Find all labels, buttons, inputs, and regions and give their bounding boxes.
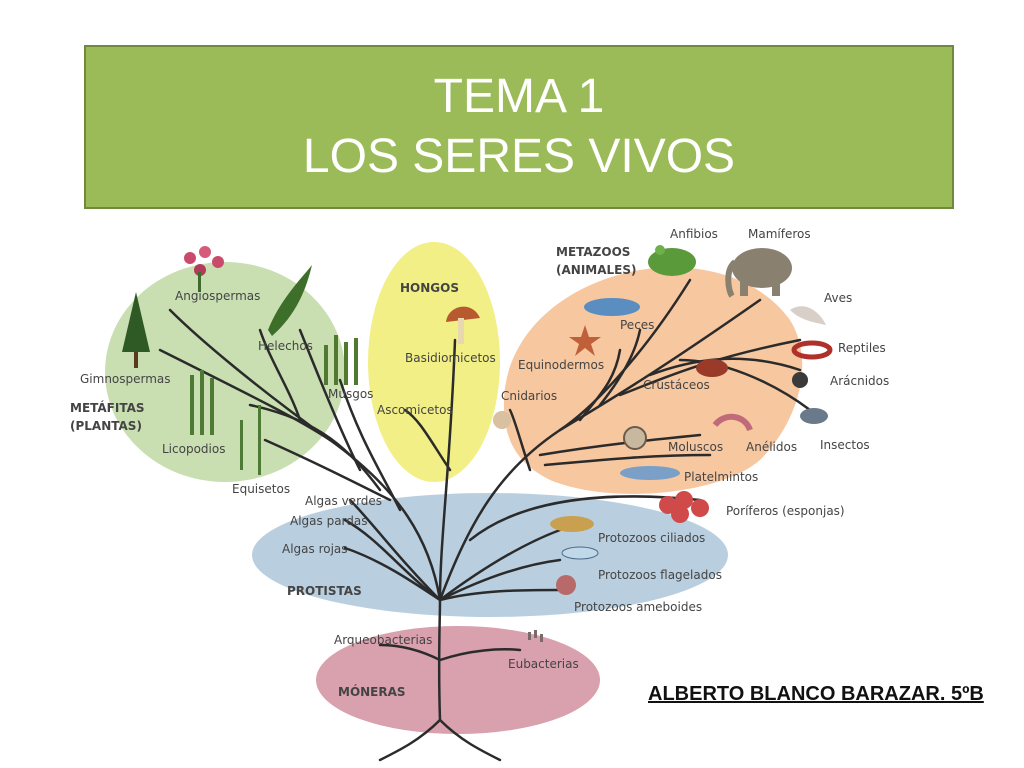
title-box: TEMA 1 LOS SERES VIVOS (84, 45, 954, 209)
label-aracnidos: Arácnidos (830, 374, 889, 388)
sponge-icon (659, 491, 709, 523)
label-algas-verdes: Algas verdes (305, 494, 382, 508)
elephant-icon (725, 248, 792, 298)
moneras-region (316, 626, 600, 734)
label-protistas: PROTISTAS (287, 584, 362, 598)
tree-of-life-diagram: METÁFITAS (PLANTAS) HONGOS METAZOOS (ANI… (70, 227, 889, 762)
pine-tree-icon (122, 292, 150, 368)
label-poriferos: Poríferos (esponjas) (726, 504, 845, 518)
label-licopodios: Licopodios (162, 442, 225, 456)
label-plantas: (PLANTAS) (70, 419, 142, 433)
insect-icon (800, 408, 828, 424)
flagellate-icon (561, 546, 599, 560)
label-angiospermas: Angiospermas (175, 289, 260, 303)
label-algas-pardas: Algas pardas (290, 514, 368, 528)
worm-icon (712, 413, 753, 432)
snake-icon (791, 340, 833, 360)
label-equinodermos: Equinodermos (518, 358, 604, 372)
label-basidiomicetos: Basidiomicetos (405, 351, 496, 365)
label-gimnospermas: Gimnospermas (80, 372, 171, 386)
label-anfibios: Anfibios (670, 227, 718, 241)
fish-icon (584, 298, 640, 316)
label-moluscos: Moluscos (668, 440, 723, 454)
label-helechos: Helechos (258, 339, 313, 353)
label-anelidos: Anélidos (746, 440, 797, 454)
moss-icon (324, 335, 358, 385)
spider-icon (792, 372, 808, 388)
label-algas-rojas: Algas rojas (282, 542, 348, 556)
label-crustaceos: Crustáceos (643, 378, 710, 392)
frog-icon (648, 245, 696, 276)
title-line-1: TEMA 1 (433, 70, 605, 123)
label-aves: Aves (824, 291, 852, 305)
amoeba-icon (556, 575, 576, 595)
mushroom-icon (446, 306, 480, 344)
title-line-2: LOS SERES VIVOS (302, 130, 736, 183)
label-hongos: HONGOS (400, 281, 459, 295)
label-insectos: Insectos (820, 438, 870, 452)
label-animales: (ANIMALES) (556, 263, 636, 277)
label-cnidarios: Cnidarios (501, 389, 557, 403)
flower-icon (184, 246, 224, 292)
label-reptiles: Reptiles (838, 341, 886, 355)
label-peces: Peces (620, 318, 654, 332)
label-eubacterias: Eubacterias (508, 657, 579, 671)
snail-icon (623, 426, 647, 450)
lobster-icon (696, 359, 728, 377)
jellyfish-icon (493, 411, 511, 429)
starfish-icon (569, 325, 601, 356)
lycopod-icon (190, 370, 214, 435)
label-flagelados: Protozoos flagelados (598, 568, 722, 582)
bird-icon (790, 306, 826, 325)
label-platelmintos: Platelmintos (684, 470, 758, 484)
label-mamiferos: Mamíferos (748, 227, 811, 241)
label-arqueobacterias: Arqueobacterias (334, 633, 432, 647)
flatworm-icon (620, 466, 680, 480)
ciliate-icon (550, 516, 594, 532)
fern-icon (268, 265, 312, 336)
label-ascomicetos: Ascomicetos (377, 403, 453, 417)
label-musgos: Musgos (328, 387, 373, 401)
label-metazoos: METAZOOS (556, 245, 630, 259)
label-moneras: MÓNERAS (338, 684, 406, 699)
label-equisetos: Equisetos (232, 482, 290, 496)
label-ciliados: Protozoos ciliados (598, 531, 705, 545)
hongos-region (368, 242, 500, 482)
author-name: ALBERTO BLANCO BARAZAR. 5ºB (648, 683, 984, 705)
label-ameboides: Protozoos ameboides (574, 600, 702, 614)
label-metafitas: METÁFITAS (70, 400, 145, 415)
bacteria-icon (528, 630, 543, 642)
tree-branches (158, 278, 812, 762)
horsetail-icon (240, 405, 261, 475)
